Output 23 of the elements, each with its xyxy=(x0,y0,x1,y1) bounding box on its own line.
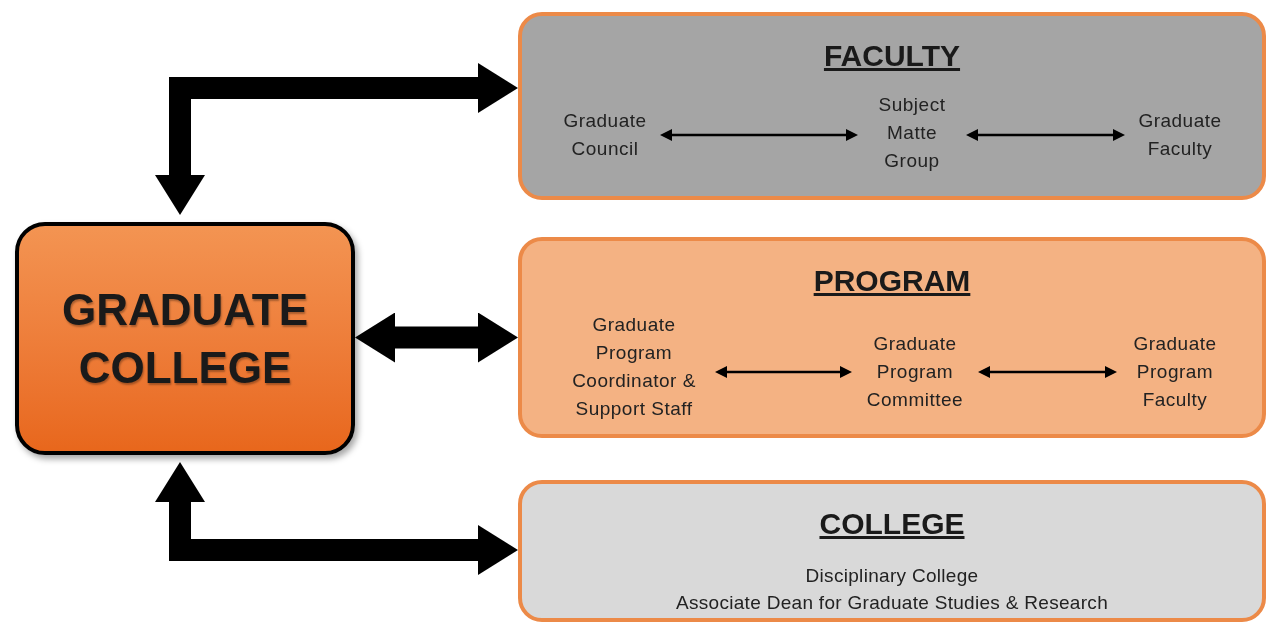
group-panel xyxy=(518,480,1266,622)
thick-arrow xyxy=(155,63,518,215)
arrow xyxy=(660,129,858,141)
main-title: GRADUATE COLLEGE xyxy=(60,284,310,394)
panel-heading: PROGRAM xyxy=(813,263,971,299)
main-box xyxy=(15,222,355,455)
role-label: Graduate Faculty xyxy=(1137,109,1223,161)
role-label: Graduate Program Coordinator & Support Staff xyxy=(571,313,697,421)
thick-arrow xyxy=(355,312,518,363)
role-label: Graduate Council xyxy=(562,109,648,161)
panel-heading: FACULTY xyxy=(823,38,961,74)
body-text: Disciplinary College xyxy=(805,564,979,588)
body-text: Associate Dean for Graduate Studies & Research xyxy=(676,591,1108,615)
arrow xyxy=(978,366,1117,378)
role-label: Graduate Program Committee xyxy=(865,332,965,412)
thick-arrow xyxy=(155,462,518,575)
group-panel xyxy=(518,237,1266,438)
arrow xyxy=(715,366,852,378)
arrow xyxy=(966,129,1125,141)
group-panel xyxy=(518,12,1266,200)
role-label: Graduate Program Faculty xyxy=(1132,332,1218,412)
panel-heading: COLLEGE xyxy=(819,506,965,542)
role-label: Subject Matte Group xyxy=(877,93,947,173)
